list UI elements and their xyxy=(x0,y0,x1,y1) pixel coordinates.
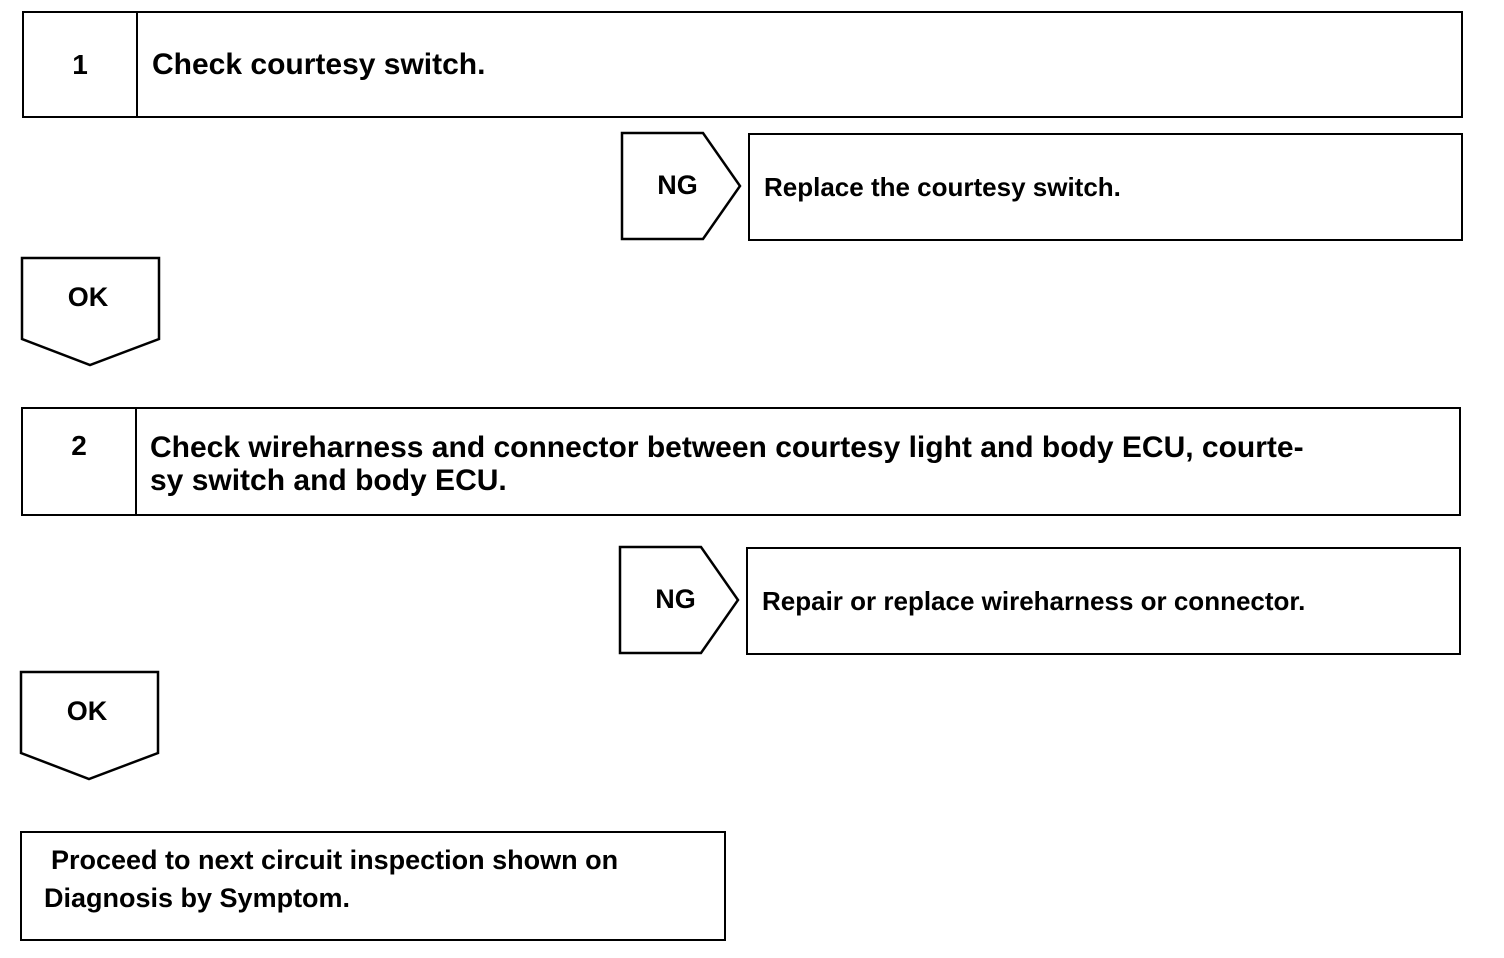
step-2-box: 2 Check wireharness and connector betwee… xyxy=(21,407,1461,516)
final-instruction-box: Proceed to next circuit inspection shown… xyxy=(20,831,726,941)
step-2-title-line-1: Check wireharness and connector between … xyxy=(150,431,1304,464)
ok-1-arrow-shape xyxy=(20,256,161,367)
ng-1-result-box: Replace the courtesy switch. xyxy=(748,133,1463,241)
ok-2-label: OK xyxy=(66,696,108,726)
ng-1-action: Replace the courtesy switch. xyxy=(764,171,1121,202)
step-1-title: Check courtesy switch. xyxy=(152,48,486,81)
ng-2-arrow-shape xyxy=(618,545,740,655)
ng-2-result-box: Repair or replace wireharness or connect… xyxy=(746,547,1461,655)
step-2-title-line-2: sy switch and body ECU. xyxy=(150,464,507,497)
ng-1-label: NG xyxy=(657,170,698,200)
ok-2-arrow-shape xyxy=(19,670,160,781)
final-instruction-line-2: Diagnosis by Symptom. xyxy=(44,883,351,913)
step-2-number: 2 xyxy=(23,409,137,514)
final-instruction-line-1: Proceed to next circuit inspection shown… xyxy=(51,845,619,875)
ng-2-label: NG xyxy=(655,584,696,614)
ng-2-action: Repair or replace wireharness or connect… xyxy=(762,585,1306,616)
ok-1-label: OK xyxy=(67,282,109,312)
step-1-number: 1 xyxy=(24,13,138,116)
ng-1-arrow-shape xyxy=(620,131,742,241)
final-instruction-text: Proceed to next circuit inspection shown… xyxy=(44,841,714,917)
step-2-title: Check wireharness and connector between … xyxy=(150,431,1447,497)
step-1-box: 1 Check courtesy switch. xyxy=(22,11,1463,118)
